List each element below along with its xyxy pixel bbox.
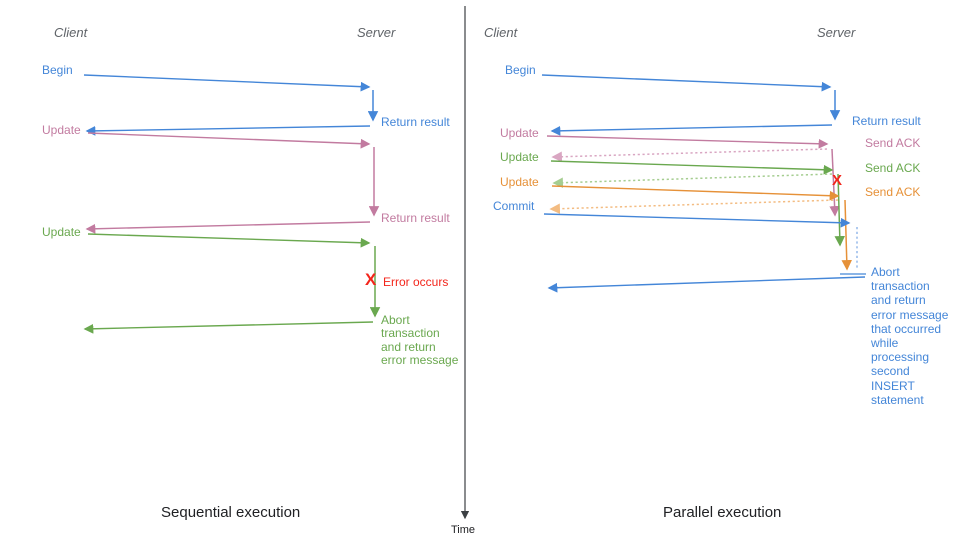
right-abort-note: Abort transaction and return error messa…: [871, 265, 949, 407]
left-begin-label: Begin: [42, 63, 73, 77]
right-update-1-request-arrow: [546, 135, 829, 149]
left-update-2-request-arrow: [87, 233, 371, 248]
right-client-header: Client: [484, 25, 518, 40]
right-send-ack-1-dashed-arrow: [551, 148, 828, 162]
left-update-1-label: Update: [42, 123, 81, 137]
right-begin-label: Begin: [505, 63, 536, 77]
left-update-1-request-arrow: [87, 132, 371, 149]
right-commit-request-arrow: [543, 213, 851, 228]
left-return-result-2-label: Return result: [381, 211, 450, 225]
right-send-ack-1-label: Send ACK: [865, 136, 921, 150]
right-update-1-label: Update: [500, 126, 539, 140]
right-send-ack-3-label: Send ACK: [865, 185, 921, 199]
right-update-3-request-arrow: [551, 185, 840, 201]
right-return-result-label: Return result: [852, 114, 921, 128]
left-error-occurs-label: Error occurs: [383, 275, 449, 289]
left-return-result-1-arrow: [85, 125, 371, 136]
right-update-2-processing-line: [834, 173, 845, 247]
right-update-2-label: Update: [500, 150, 539, 164]
right-abort-return-arrow: [547, 276, 866, 293]
right-send-ack-2-dashed-arrow: [552, 173, 833, 188]
right-caption: Parallel execution: [663, 504, 782, 521]
left-update-2-label: Update: [42, 225, 81, 239]
right-update-2-request-arrow: [550, 160, 834, 175]
right-return-result-arrow: [550, 124, 833, 136]
right-server-header: Server: [817, 25, 856, 40]
right-send-ack-2-label: Send ACK: [865, 161, 921, 175]
right-update-1-processing-line: [829, 148, 840, 217]
left-abort-return-arrow: [83, 321, 374, 334]
right-begin-request-arrow: [541, 74, 832, 92]
time-axis-label: Time: [451, 524, 476, 536]
right-commit-label: Commit: [493, 199, 535, 213]
left-return-result-2-arrow: [85, 221, 371, 234]
right-error-x-icon: X: [832, 172, 843, 189]
left-error-x-icon: X: [365, 270, 377, 289]
right-update-3-label: Update: [500, 175, 539, 189]
left-abort-note: Abort transaction and return error messa…: [381, 313, 459, 368]
left-caption: Sequential execution: [161, 504, 301, 521]
right-send-ack-3-dashed-arrow: [549, 199, 839, 214]
right-update-3-processing-line: [841, 199, 852, 271]
left-return-result-1-label: Return result: [381, 115, 450, 129]
left-client-header: Client: [54, 25, 88, 40]
left-begin-request-arrow: [83, 74, 371, 92]
left-server-header: Server: [357, 25, 396, 40]
